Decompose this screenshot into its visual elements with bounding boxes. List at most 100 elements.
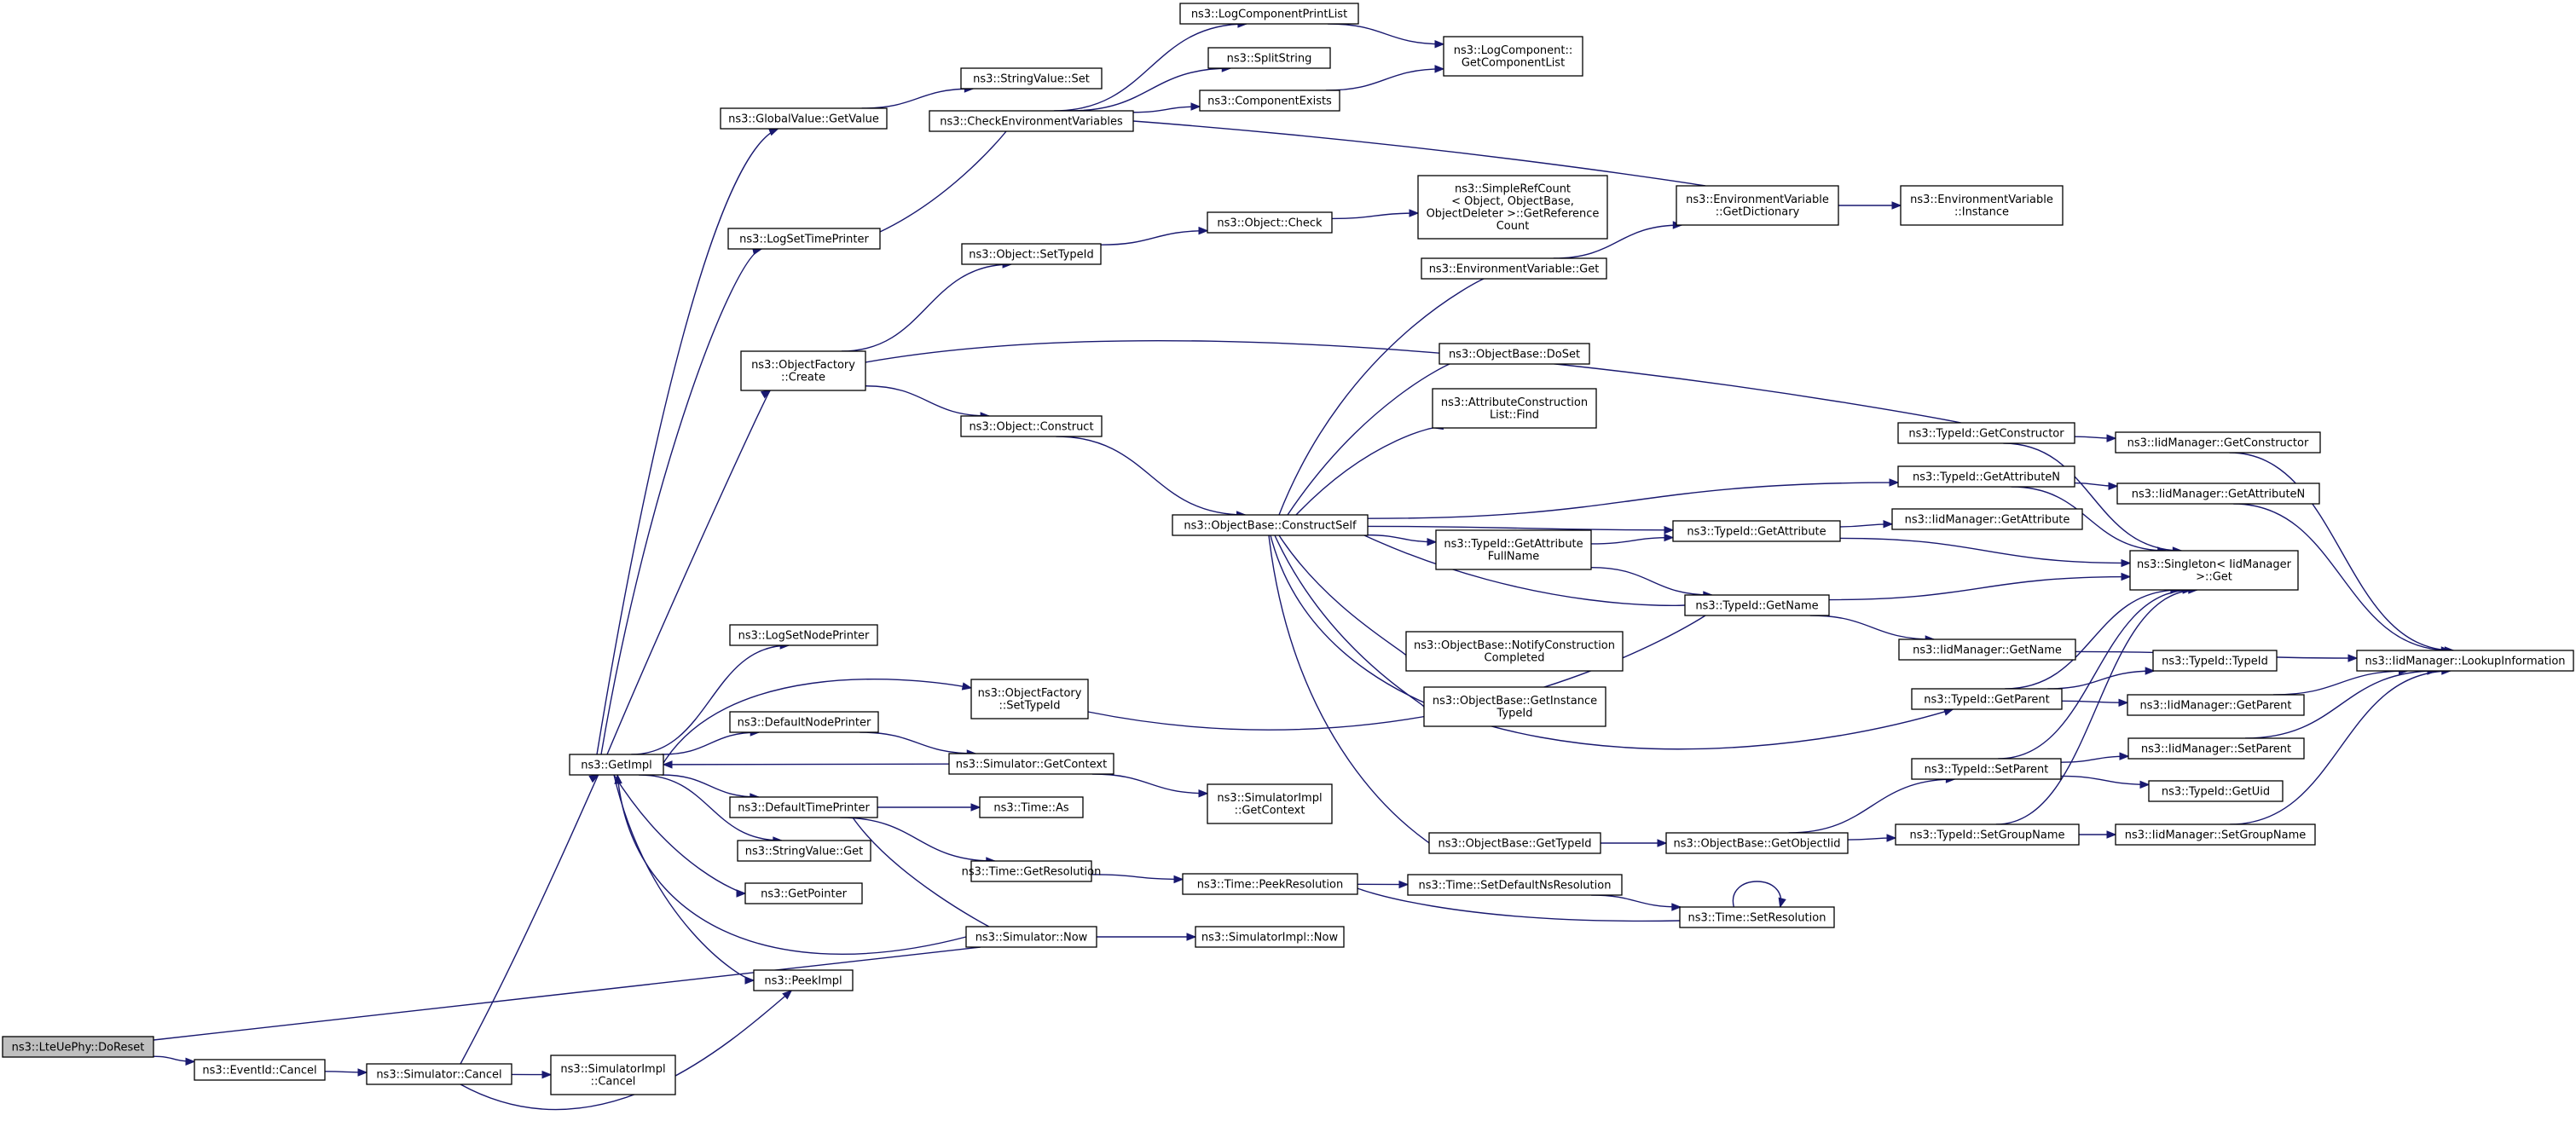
node-iidmgrsetparent[interactable]: ns3::IidManager::SetParent [2127,737,2305,760]
edge-compexists-to-logcompgetlist [1325,65,1445,91]
edge-iidmgrgetparent-to-iidmgrlookup [2272,667,2409,696]
node-label: ns3::IidManager::GetConstructor [2127,436,2309,449]
node-objcheck[interactable]: ns3::Object::Check [1207,211,1333,234]
node-timesetdefaultns[interactable]: ns3::Time::SetDefaultNsResolution [1407,874,1623,896]
node-splitstring[interactable]: ns3::SplitString [1207,47,1331,69]
node-typeidgetattrn[interactable]: ns3::TypeId::GetAttributeN [1897,465,2075,488]
node-simimplnow[interactable]: ns3::SimulatorImpl::Now [1195,926,1345,948]
node-label: ns3::SimulatorImpl [560,1063,665,1076]
node-label: ns3::Object::Construct [969,420,1093,433]
node-simimplcancel[interactable]: ns3::SimulatorImpl::Cancel [550,1055,676,1095]
node-typeidgetattr[interactable]: ns3::TypeId::GetAttribute [1672,520,1841,542]
node-label: ns3::IidManager::GetName [1913,644,2062,656]
node-deftimeprinter[interactable]: ns3::DefaultTimePrinter [729,796,878,818]
edge-objbaseconstructself-to-typeidgetattr [1367,525,1675,534]
node-envvarinstance[interactable]: ns3::EnvironmentVariable::Instance [1900,185,2064,226]
node-simplerefcount[interactable]: ns3::SimpleRefCount< Object, ObjectBase,… [1417,175,1608,240]
node-simnow[interactable]: ns3::Simulator::Now [965,926,1097,948]
node-typeidgetname[interactable]: ns3::TypeId::GetName [1684,594,1830,616]
node-strvalget[interactable]: ns3::StringValue::Get [737,840,871,862]
node-defnodeprinter[interactable]: ns3::DefaultNodePrinter [729,711,879,733]
edge-typeidgetattrn-to-iidmgrgetattrn [2074,482,2119,491]
node-logcompgetlist[interactable]: ns3::LogComponent::GetComponentList [1443,36,1583,77]
edge-timepeekres-to-timesetdefaultns [1357,880,1410,889]
node-logcompprintlist[interactable]: ns3::LogComponentPrintList [1179,3,1359,25]
edge-getimpl-to-logsetnodeprinter [631,641,790,755]
node-simcancel[interactable]: ns3::Simulator::Cancel [366,1063,512,1085]
node-iidmgrlookup[interactable]: ns3::IidManager::LookupInformation [2356,650,2574,672]
edge-objbaseconstructself-to-typeidgetattrn [1367,478,1900,519]
node-label: ns3::IidManager::GetParent [2139,699,2291,712]
node-typeidsetgroupname[interactable]: ns3::TypeId::SetGroupName [1895,823,2080,846]
node-label: ns3::ObjectFactory [978,687,1082,700]
node-iidmgrsetgroupname[interactable]: ns3::IidManager::SetGroupName [2115,823,2316,846]
node-objbasedoset[interactable]: ns3::ObjectBase::DoSet [1439,343,1590,365]
node-typeidsetparent[interactable]: ns3::TypeId::SetParent [1911,758,2062,780]
edge-simgetcontext-to-simimplgetctx [1091,773,1209,798]
node-singletonget[interactable]: ns3::Singleton< IidManager >::Get [2129,550,2299,591]
node-label: ns3::ObjectBase::GetInstance [1433,695,1597,708]
edge-objfactcreate-to-objsettypeid [841,260,1013,352]
node-label: ::GetContext [1235,805,1305,818]
node-label: ns3::IidManager::GetAttribute [1905,513,2070,526]
node-timesetres[interactable]: ns3::Time::SetResolution [1679,906,1835,928]
node-simimplgetctx[interactable]: ns3::SimulatorImpl::GetContext [1207,783,1333,824]
node-compexists[interactable]: ns3::ComponentExists [1199,90,1340,112]
node-timeas[interactable]: ns3::Time::As [979,796,1084,818]
node-objsettypeid[interactable]: ns3::Object::SetTypeId [961,243,1102,265]
edge-objfactcreate-to-objconstruct [865,385,991,420]
node-label: ns3::ComponentExists [1207,95,1332,107]
node-objbasenotify[interactable]: ns3::ObjectBase::NotifyConstructionCompl… [1405,631,1624,672]
node-objbaseconstructself[interactable]: ns3::ObjectBase::ConstructSelf [1172,514,1369,536]
node-iidmgrgetname[interactable]: ns3::IidManager::GetName [1898,639,2076,661]
edge-simgetcontext-to-getimpl [662,760,950,769]
node-timegetres[interactable]: ns3::Time::GetResolution [962,860,1102,882]
node-iidmgrgetparent[interactable]: ns3::IidManager::GetParent [2127,694,2305,716]
node-getpointer[interactable]: ns3::GetPointer [744,882,863,904]
edge-typeidgetparent-to-singletonget [2005,586,2181,690]
edge-typeidsetgroupname-to-iidmgrsetgroupname [2079,830,2117,839]
node-envvarget[interactable]: ns3::EnvironmentVariable::Get [1421,257,1607,280]
node-label: ns3::EventId::Cancel [202,1064,316,1077]
node-typeidgetuid[interactable]: ns3::TypeId::GetUid [2148,780,2284,802]
edge-objbaseconstructself-to-envvarget [1278,278,1485,516]
node-label: ns3::StringValue::Get [745,845,863,858]
node-evcancel[interactable]: ns3::EventId::Cancel [194,1059,326,1081]
node-objbasegettypeid[interactable]: ns3::ObjectBase::GetTypeId [1428,832,1601,854]
node-typeidgetparent[interactable]: ns3::TypeId::GetParent [1911,688,2063,710]
node-iidmgrgetattr[interactable]: ns3::IidManager::GetAttribute [1891,508,2083,530]
node-objconstruct[interactable]: ns3::Object::Construct [960,415,1103,437]
node-objbasegetobjtid[interactable]: ns3::ObjectBase::GetObjectIid [1665,832,1849,854]
node-label: ns3::DefaultNodePrinter [738,716,871,729]
edge-evcancel-to-simcancel [324,1068,368,1077]
edge-logcompprintlist-to-logcompgetlist [1328,23,1445,49]
node-label: ns3::Time::PeekResolution [1197,878,1343,891]
edge-getimpl-to-peekimpl [613,774,755,985]
node-iidmgrgetattrn[interactable]: ns3::IidManager::GetAttributeN [2116,482,2320,505]
node-strvalset[interactable]: ns3::StringValue::Set [960,67,1103,90]
node-label: ns3::TypeId::GetUid [2162,785,2270,798]
node-objfactsettypeid[interactable]: ns3::ObjectFactory::SetTypeId [970,679,1089,719]
node-iidmgrgetconstructor[interactable]: ns3::IidManager::GetConstructor [2115,431,2321,454]
node-simgetcontext[interactable]: ns3::Simulator::GetContext [948,753,1114,775]
node-label: ns3::TypeId::GetAttribute [1687,525,1826,538]
node-getimpl[interactable]: ns3::GetImpl [569,754,664,776]
edge-logsettimeprinter-to-checkenv [879,130,1007,233]
node-envvargetdict[interactable]: ns3::EnvironmentVariable::GetDictionary [1676,185,1839,226]
node-gvgetvalue[interactable]: ns3::GlobalValue::GetValue [720,107,888,130]
edge-simcancel-to-simimplcancel [511,1070,553,1079]
node-label: ObjectDeleter >::GetReference [1427,208,1600,221]
node-doreset[interactable]: ns3::LteUePhy::DoReset [2,1036,154,1058]
node-peekimpl[interactable]: ns3::PeekImpl [753,969,854,991]
node-typeidtypeid[interactable]: ns3::TypeId::TypeId [2152,650,2278,672]
node-timepeekres[interactable]: ns3::Time::PeekResolution [1182,873,1358,895]
edge-objbaseconstructself-to-objbasedoset [1287,363,1450,516]
node-typeidgetconstructor[interactable]: ns3::TypeId::GetConstructor [1897,422,2075,444]
node-checkenv[interactable]: ns3::CheckEnvironmentVariables [929,110,1134,132]
node-objfactcreate[interactable]: ns3::ObjectFactory::Create [740,350,866,391]
node-logsetnodeprinter[interactable]: ns3::LogSetNodePrinter [729,624,878,646]
node-logsettimeprinter[interactable]: ns3::LogSetTimePrinter [727,228,881,250]
